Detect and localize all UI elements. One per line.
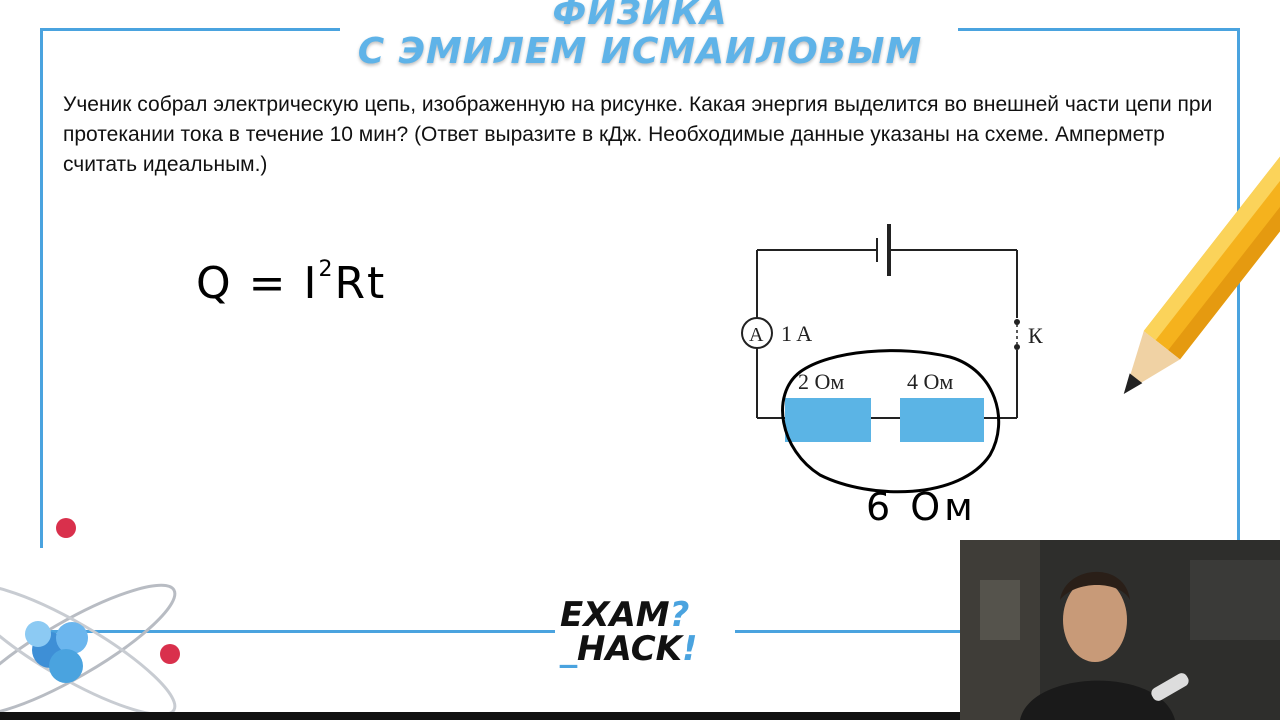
title-line-2: С ЭМИЛЕМ ИСМАИЛОВЫМ xyxy=(357,31,923,72)
examhack-logo: EXAM? _HACK! xyxy=(560,595,698,669)
logo-line-2: HACK xyxy=(577,629,683,669)
frame-bottom-left xyxy=(40,630,555,633)
ammeter-symbol: A xyxy=(749,324,764,346)
frame-left xyxy=(40,28,43,548)
resistor-1 xyxy=(785,398,871,442)
problem-text: Ученик собрал электрическую цепь, изобра… xyxy=(63,93,1213,176)
logo-question-mark: ? xyxy=(669,595,690,635)
handwritten-total: 6 Ом xyxy=(866,485,977,529)
logo-exclamation-mark: ! xyxy=(682,629,698,669)
switch-icon xyxy=(1014,319,1020,350)
pencil-icon xyxy=(1123,141,1280,395)
frame-top-left xyxy=(40,28,340,31)
handwritten-formula: Q = I2Rt xyxy=(196,257,387,309)
frame-bottom-right xyxy=(735,630,960,633)
handwritten-ellipse xyxy=(781,349,1001,494)
logo-line-1: EXAM xyxy=(560,595,670,635)
presenter-image xyxy=(960,540,1280,720)
battery-icon xyxy=(876,224,891,276)
formula-rest: Rt xyxy=(334,258,387,309)
switch-label: К xyxy=(1028,323,1043,348)
circuit-wires xyxy=(756,249,1018,419)
ammeter-reading: 1 A xyxy=(781,321,812,346)
resistor-1-label: 2 Ом xyxy=(798,369,844,394)
formula-base: Q = I xyxy=(196,258,319,309)
webcam-video xyxy=(960,540,1280,720)
resistor-2 xyxy=(900,398,984,442)
title-line-1: ФИЗИКА xyxy=(552,0,728,33)
bottom-bar xyxy=(0,712,960,720)
channel-title: ФИЗИКА С ЭМИЛЕМ ИСМАИЛОВЫМ xyxy=(340,0,940,72)
resistor-2-label: 4 Ом xyxy=(907,369,953,394)
formula-exponent: 2 xyxy=(318,257,335,283)
atom-icon xyxy=(0,518,180,717)
frame-top-right xyxy=(958,28,1240,31)
ammeter-icon xyxy=(741,317,773,349)
